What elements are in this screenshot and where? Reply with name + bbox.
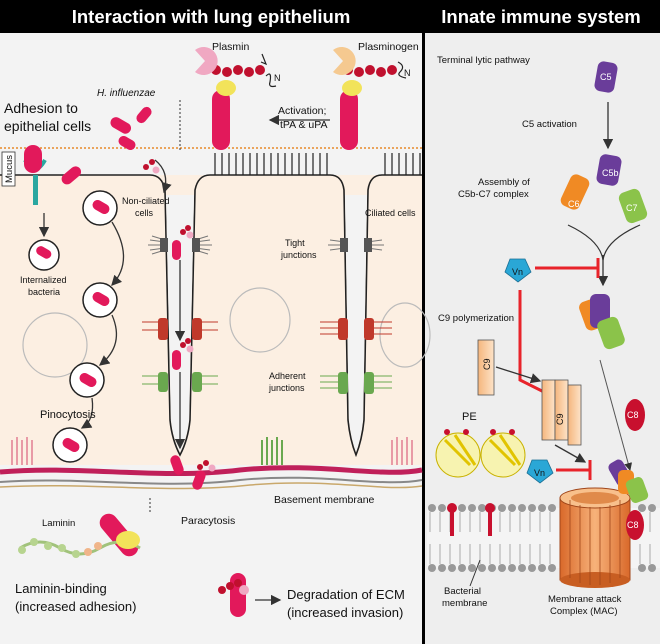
header-right: Innate immune system — [441, 6, 640, 27]
adherent-junction — [142, 318, 392, 340]
label-adhesion: Adhesion to — [4, 100, 78, 116]
cell-membranes — [0, 174, 422, 458]
label-c5b: C5b — [602, 168, 619, 178]
label-ecm: Degradation of ECM — [287, 587, 405, 602]
label-adherent: Adherent — [269, 371, 306, 381]
label-c5: C5 — [600, 72, 612, 82]
label-laminin-binding: Laminin-binding — [15, 581, 107, 596]
label-laminin-binding-effect: (increased adhesion) — [15, 599, 136, 614]
protein-e — [435, 429, 526, 478]
cilia — [214, 153, 421, 175]
label-vn: Vn — [534, 468, 545, 478]
inhibition-line — [518, 355, 551, 397]
label-terminal-lytic: Terminal lytic pathway — [437, 55, 530, 66]
label-non-ciliated-cells: cells — [135, 208, 154, 218]
label-plasmin: Plasmin — [212, 41, 250, 53]
green-junction — [142, 372, 392, 394]
label-c7: C7 — [626, 203, 638, 213]
label-assembly: Assembly of — [478, 177, 530, 188]
label-laminin: Laminin — [42, 518, 75, 529]
label-n-terminal: N — [274, 73, 281, 83]
c8-protein — [625, 399, 645, 431]
label-mucus-group: Mucus — [1, 151, 16, 187]
label-assembly-complex: C5b-C7 complex — [458, 189, 529, 200]
label-c9: C9 — [482, 358, 492, 370]
vitronectin — [526, 459, 554, 484]
label-tight: Tight — [285, 238, 305, 248]
plasmin-pacman — [195, 47, 218, 76]
bacterium-plasminogen — [340, 90, 358, 150]
nucleus — [229, 287, 291, 353]
panel-divider — [422, 0, 425, 644]
nucleus — [379, 302, 431, 368]
arrow-to-mac — [599, 359, 633, 471]
label-ecm-effect: (increased invasion) — [287, 605, 403, 620]
label-bacterial-membrane: membrane — [442, 598, 487, 609]
label-c8: C8 — [627, 410, 639, 420]
label-mac-abbrev: Complex (MAC) — [550, 606, 618, 617]
protein-beads — [143, 47, 407, 595]
tight-junction — [340, 238, 348, 252]
c5b-c7-complex — [579, 294, 625, 350]
label-basement-membrane: Basement membrane — [274, 494, 375, 506]
label-internalized-bacteria: bacteria — [28, 287, 60, 297]
label-h-influenzae: H. influenzae — [97, 88, 156, 99]
label-paracytosis: Paracytosis — [181, 515, 235, 527]
label-adhesion-cells: epithelial cells — [4, 118, 91, 134]
c7-protein — [618, 188, 648, 224]
label-c5-activation: C5 activation — [522, 119, 577, 130]
membrane-attack-complex — [559, 487, 631, 588]
label-mucus: Mucus — [4, 155, 15, 183]
label-plasminogen: Plasminogen — [358, 41, 419, 53]
header-bar — [0, 0, 660, 33]
basement-membrane — [0, 465, 423, 477]
label-vn: Vn — [512, 267, 523, 277]
pointer-membrane — [469, 559, 481, 587]
c5b-c8-on-mac — [608, 459, 649, 540]
c5-protein — [594, 61, 618, 93]
basement-membrane-fibers — [0, 482, 423, 490]
label-n-terminal: N — [404, 68, 411, 78]
label-c9-polymer: C9 — [555, 413, 565, 425]
label-c8-mac: C8 — [627, 520, 639, 530]
nucleus — [22, 312, 88, 378]
label-activation-enzymes: tPA & uPA — [280, 119, 327, 131]
tight-junction — [160, 238, 168, 252]
label-c6: C6 — [568, 199, 580, 209]
green-basal-structure — [261, 437, 283, 465]
bacterium-plasmin — [212, 90, 230, 150]
label-adherent-junctions: junctions — [268, 383, 305, 393]
plasminogen-pacman — [333, 47, 356, 76]
integrin-receptors — [11, 437, 413, 465]
label-pinocytosis: Pinocytosis — [40, 409, 96, 421]
left-arrows — [38, 114, 330, 606]
arrow-polymer — [554, 444, 587, 463]
c9-monomer — [477, 339, 495, 396]
vitronectin — [504, 258, 532, 283]
arrow-c9 — [495, 366, 542, 384]
label-tight-junctions: junctions — [280, 250, 317, 260]
label-non-ciliated: Non-ciliated — [122, 196, 170, 206]
label-c9-polymerization: C9 polymerization — [438, 313, 514, 324]
label-ciliated: Ciliated cells — [365, 208, 416, 218]
paracellular-gap-2 — [345, 195, 367, 452]
c5b-protein — [596, 154, 622, 186]
tight-junction — [192, 238, 200, 252]
c6-protein — [560, 174, 590, 210]
label-internalized: Internalized — [20, 275, 67, 285]
header-left: Interaction with lung epithelium — [72, 6, 351, 27]
label-mac: Membrane attack — [548, 594, 622, 605]
laminin — [18, 531, 141, 558]
tight-junction — [364, 238, 372, 252]
label-bacterial: Bacterial — [444, 586, 481, 597]
label-pe: PE — [462, 411, 477, 423]
basement-membrane-fibers — [0, 476, 423, 485]
c9-polymer — [541, 379, 582, 446]
label-activation: Activation; — [278, 105, 326, 117]
